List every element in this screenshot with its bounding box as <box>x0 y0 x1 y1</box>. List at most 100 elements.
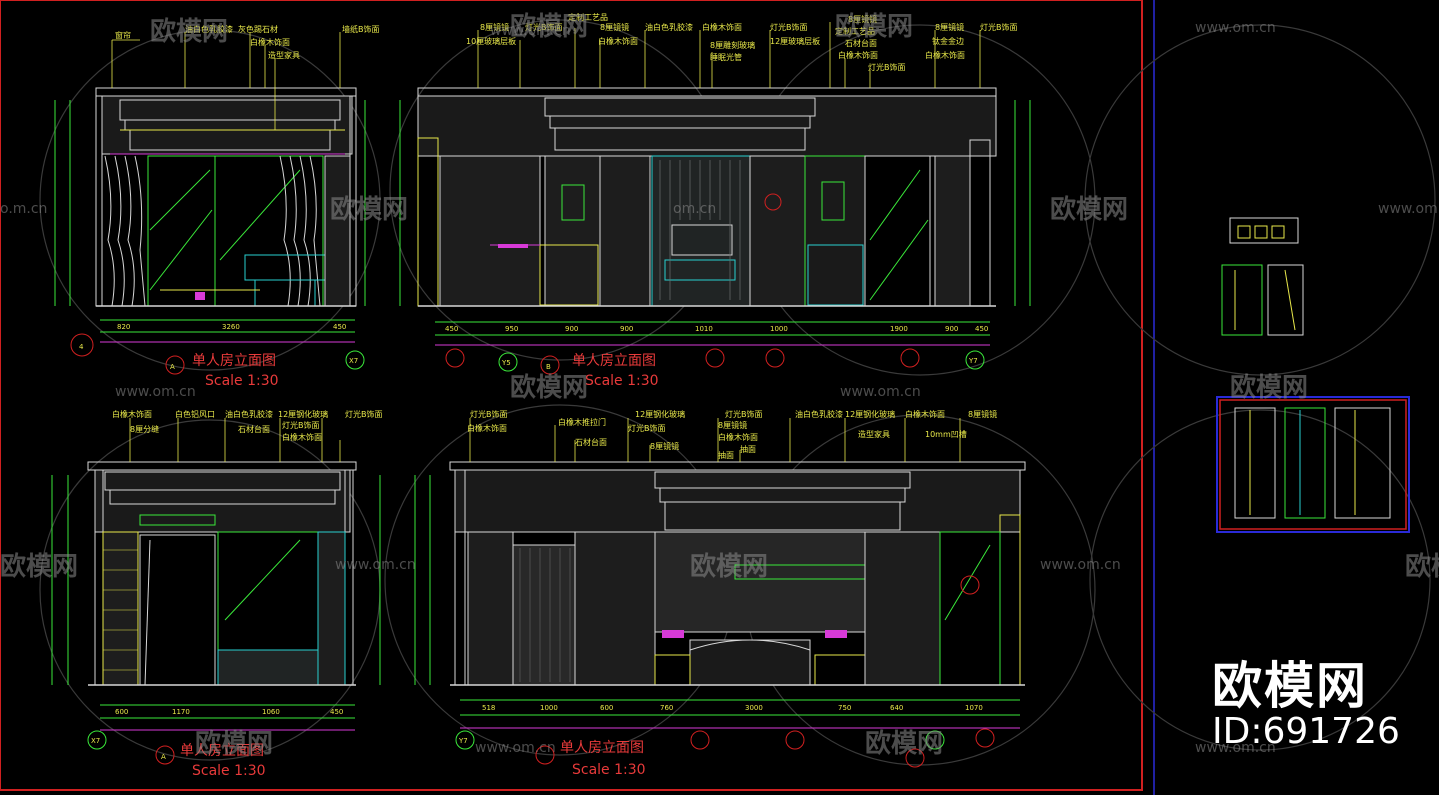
dim-value: 820 <box>117 323 130 331</box>
label: 造型家具 <box>268 50 300 60</box>
label: 油白色乳胶漆 <box>225 409 273 419</box>
label: 白橡木饰面 <box>905 409 945 419</box>
dim-value: 1900 <box>890 325 908 333</box>
watermark-logo: 欧模网 <box>510 11 588 42</box>
label: 白橡木饰面 <box>250 37 290 47</box>
watermark-logo: 欧模网 <box>1050 194 1128 225</box>
annotations: 单人房立面图 Scale 1:30 单人房立面图 Scale 1:30 单人房立… <box>79 12 1018 779</box>
dim-value: 900 <box>565 325 578 333</box>
view-bottom-left <box>51 418 381 765</box>
watermarks: 欧模网 欧模网 欧模网 www.om.cn www.om.cn o.m.cn 欧… <box>0 11 1439 759</box>
label: 灯光B饰面 <box>725 409 763 419</box>
watermark-url: o.m.cn <box>0 201 47 217</box>
grid-br-left: Y7 <box>458 737 468 745</box>
watermark-logo: 欧模网 <box>865 728 943 759</box>
label: 石材台面 <box>575 437 607 447</box>
scale-bottom-right: Scale 1:30 <box>572 762 646 778</box>
label: 灰色踢石材 <box>238 24 278 34</box>
label: 白橡木饰面 <box>282 432 322 442</box>
dim-value: 3000 <box>745 704 763 712</box>
label: 8厘分缝 <box>130 424 159 434</box>
watermark-url: www.om.cn <box>840 384 921 400</box>
watermark-url: www.om.cn <box>1040 557 1121 573</box>
label: 灯光B饰面 <box>770 22 808 32</box>
label: 定制工艺品 <box>835 26 875 36</box>
watermark-url: www.om.cn <box>475 740 556 756</box>
label: 12厘钢化玻璃 <box>635 409 685 419</box>
label: 灯光B饰面 <box>470 409 508 419</box>
watermark-logo: 欧模网 <box>0 551 78 582</box>
title-bottom-right: 单人房立面图 <box>560 740 644 756</box>
label: 白橡木饰面 <box>718 432 758 442</box>
label: 抽面 <box>718 450 734 460</box>
label: 睡眠光管 <box>710 52 742 62</box>
label: 油白色乳胶漆 <box>185 24 233 34</box>
marker-top-right: B <box>546 363 551 371</box>
grid-tl-left: 4 <box>79 343 84 351</box>
title-top-left: 单人房立面图 <box>192 353 276 369</box>
label: 白色铝风口 <box>175 409 215 419</box>
label: 灯光B饰面 <box>282 420 320 430</box>
watermark-logo: 欧模网 <box>330 194 408 225</box>
title-bottom-left: 单人房立面图 <box>180 743 264 759</box>
label: 12厘玻璃层板 <box>770 36 820 46</box>
label: 白橡木推拉门 <box>558 417 606 427</box>
watermark-url: www.om.cn <box>1378 201 1439 217</box>
brand-logo: 欧模网 <box>1212 657 1368 715</box>
view-top-left <box>54 32 366 375</box>
label: 白橡木饰面 <box>598 36 638 46</box>
view-top-right <box>399 22 1031 375</box>
watermark-url: www.om.cn <box>1195 740 1276 756</box>
label: 灯光B饰面 <box>345 409 383 419</box>
brand-id: ID:691726 <box>1212 711 1400 752</box>
view-bottom-right <box>414 418 1026 768</box>
watermark-url: www.om.cn <box>490 23 571 39</box>
label: 白橡木饰面 <box>702 22 742 32</box>
label: 12厘钢化玻璃 <box>278 409 328 419</box>
label: 8厘镜镜 <box>480 22 509 32</box>
label: 8厘镜镜 <box>848 14 877 24</box>
label: 12厘钢化玻璃 <box>845 409 895 419</box>
dim-value: 1010 <box>695 325 713 333</box>
dim-value: 1060 <box>262 708 280 716</box>
label: 石材台面 <box>845 38 877 48</box>
dim-value: 1000 <box>770 325 788 333</box>
label: 白橡木饰面 <box>467 423 507 433</box>
dim-value: 3260 <box>222 323 240 331</box>
label: 8厘镜镜 <box>650 441 679 451</box>
label: 石材台面 <box>238 424 270 434</box>
watermark-url: om.cn <box>673 201 716 217</box>
sheet-frame-red <box>0 0 1143 791</box>
scale-top-right: Scale 1:30 <box>585 373 659 389</box>
dim-value: 1070 <box>965 704 983 712</box>
watermark-url: www.om.cn <box>115 384 196 400</box>
dim-value: 600 <box>600 704 613 712</box>
dim-value: 900 <box>945 325 958 333</box>
label: 钛金金边 <box>932 36 964 46</box>
detail-views <box>1216 217 1410 533</box>
label: 窗帘 <box>115 30 131 40</box>
dim-value: 450 <box>330 708 343 716</box>
scale-bottom-left: Scale 1:30 <box>192 763 266 779</box>
label: 8厘镜镜 <box>935 22 964 32</box>
dim-value: 450 <box>333 323 346 331</box>
watermark-url: www.om.cn <box>335 557 416 573</box>
watermark-logo: 欧模网 <box>1230 372 1308 403</box>
grid-tl-right: X7 <box>349 357 358 365</box>
watermark-logo: 欧模网 <box>835 11 913 42</box>
label: 10厘玻璃层板 <box>466 36 516 46</box>
watermark-logo: 欧模网 <box>1405 551 1439 582</box>
label: 灯光B饰面 <box>868 62 906 72</box>
grid-tr-left: Y5 <box>501 359 511 367</box>
scale-top-left: Scale 1:30 <box>205 373 279 389</box>
label: 灯光B饰面 <box>628 423 666 433</box>
label: 油白色乳胶漆 <box>645 22 693 32</box>
label: 墙纸B饰面 <box>342 24 380 34</box>
label: 造型家具 <box>858 429 890 439</box>
label: 10mm凹槽 <box>925 429 967 439</box>
dim-value: 750 <box>838 704 851 712</box>
title-top-right: 单人房立面图 <box>572 353 656 369</box>
label: 定制工艺品 <box>568 12 608 22</box>
label: 8厘镜镜 <box>600 22 629 32</box>
label: 油白色乳胶漆 <box>795 409 843 419</box>
